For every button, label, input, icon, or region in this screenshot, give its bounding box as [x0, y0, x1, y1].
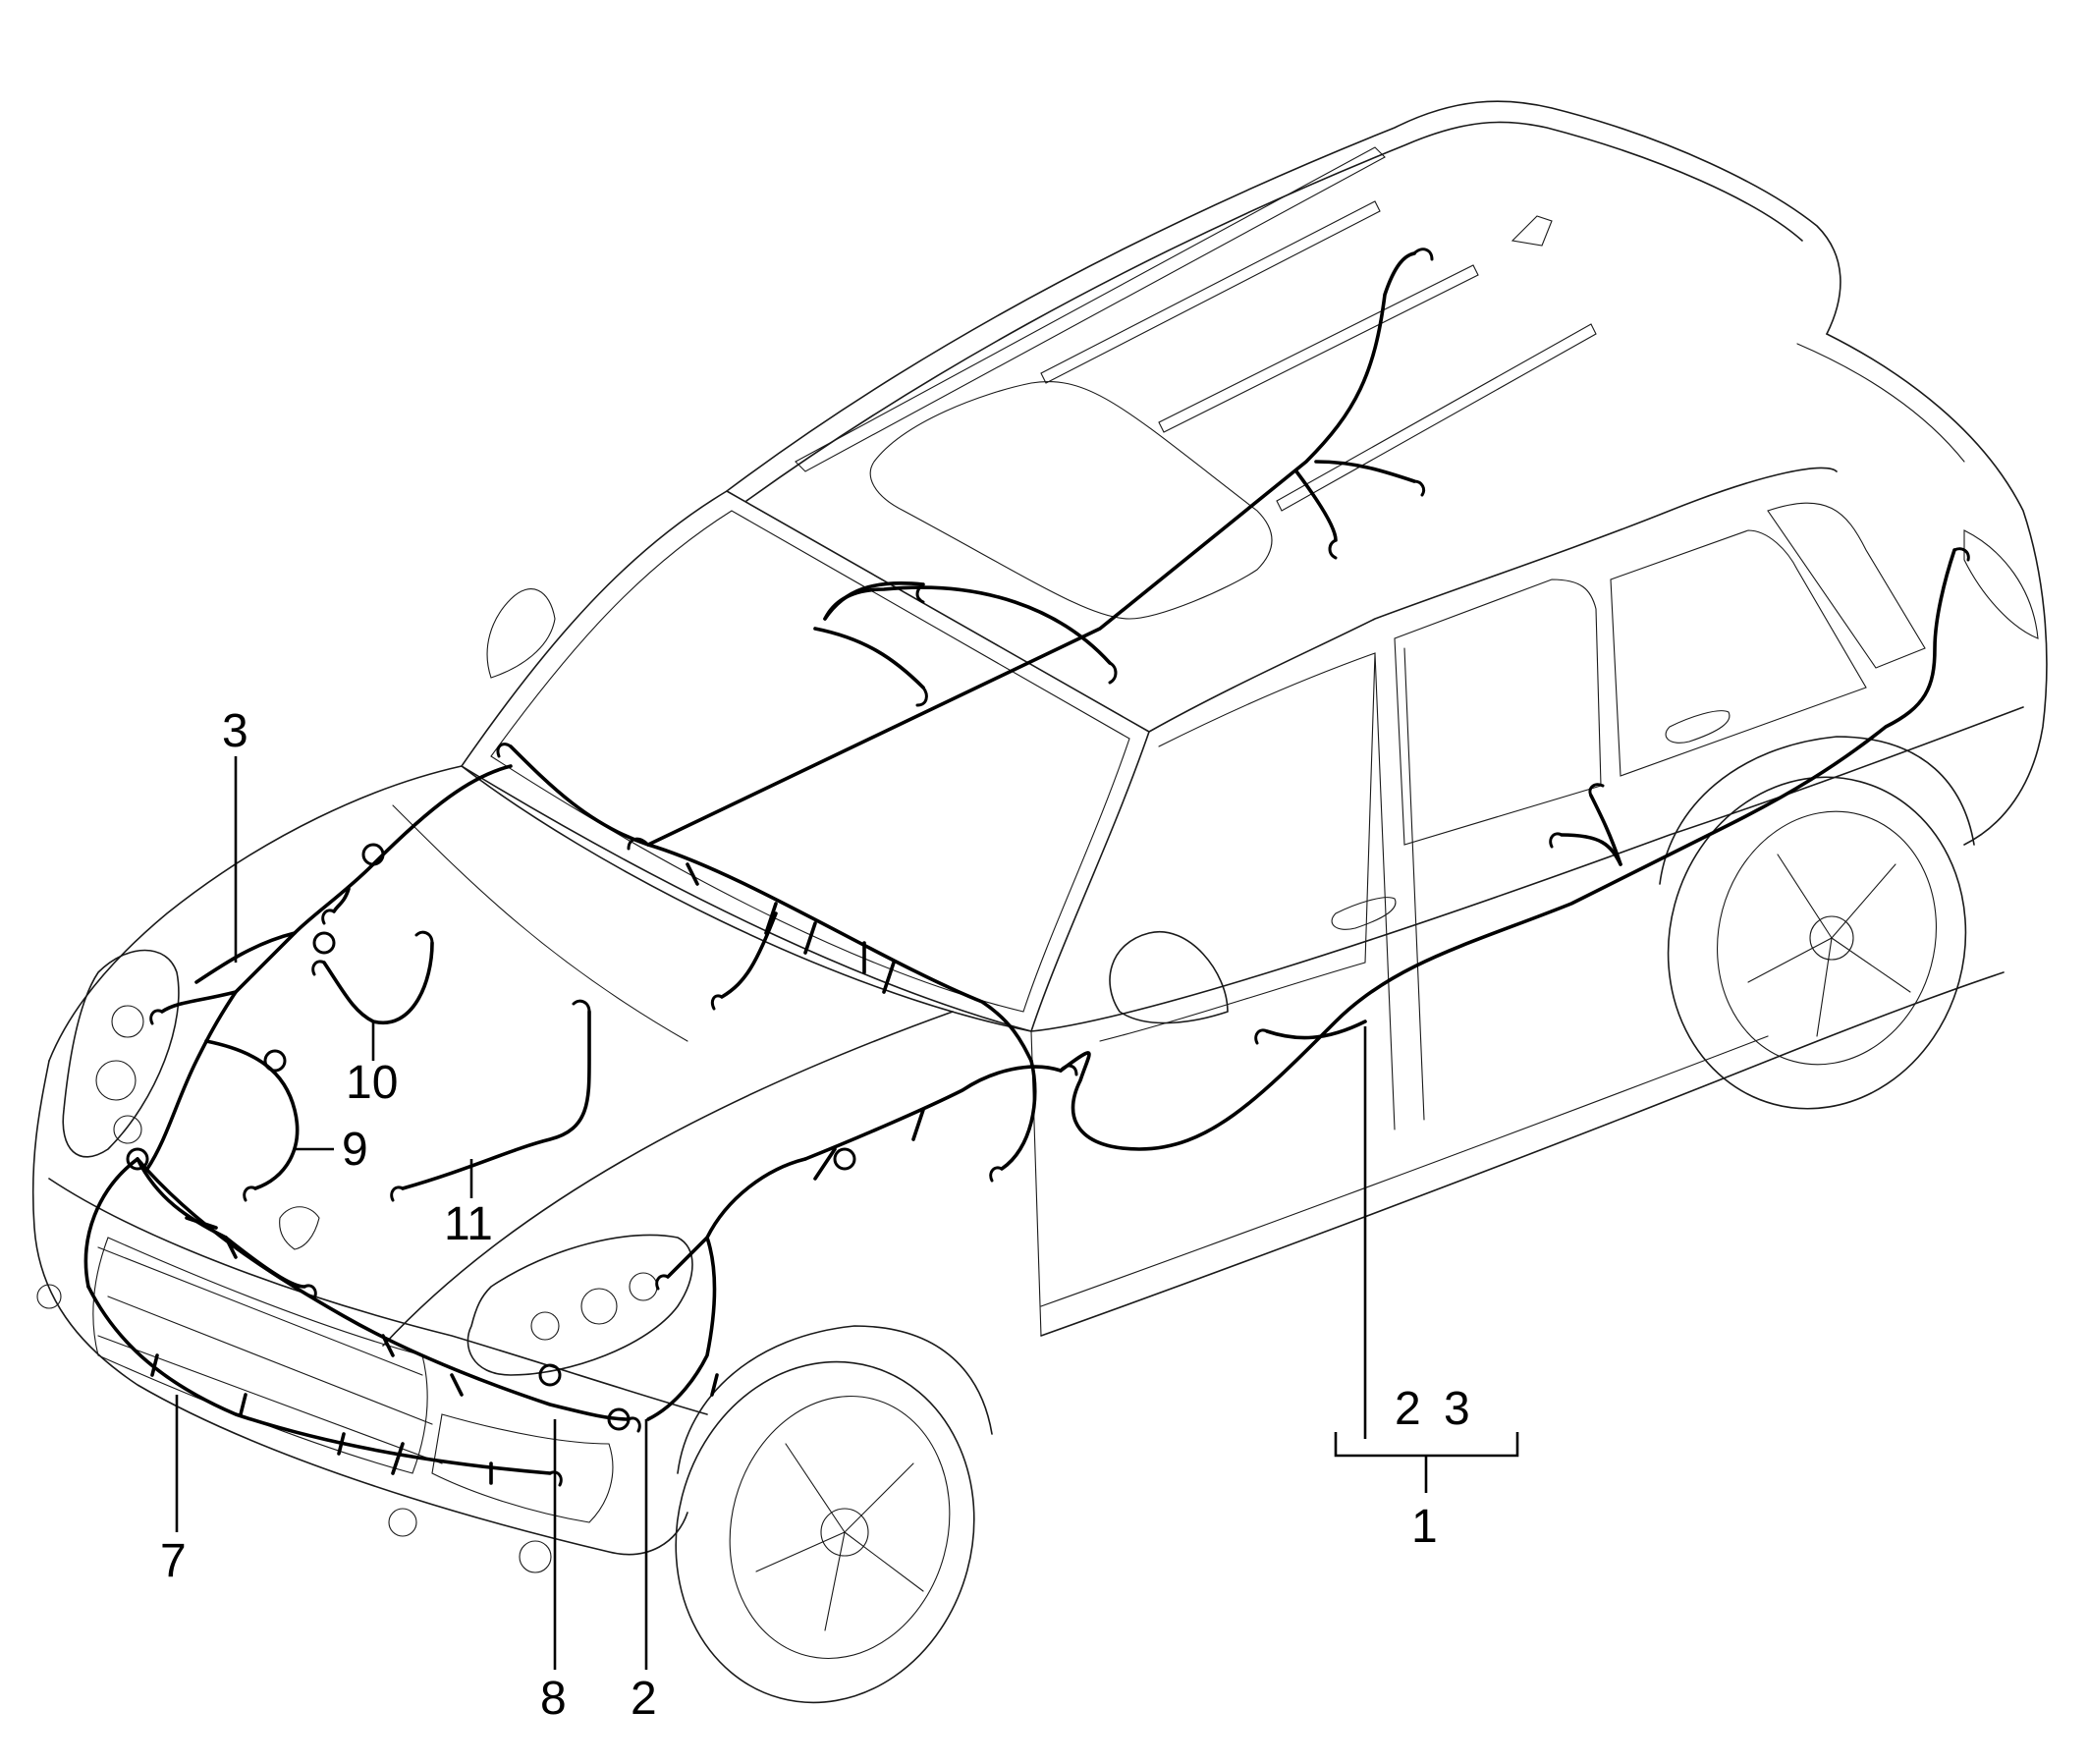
- callout-2-bottom: 2: [631, 1673, 657, 1725]
- callout-2-bracket: 2: [1395, 1383, 1421, 1435]
- callout-3-top: 3: [222, 705, 248, 757]
- callout-7: 7: [160, 1535, 187, 1587]
- vehicle-body: [31, 100, 2048, 1704]
- callout-leaders: [175, 756, 1519, 1670]
- callout-11: 11: [444, 1198, 493, 1250]
- harness-connectors: [126, 248, 1970, 1487]
- callout-10: 10: [346, 1057, 398, 1109]
- harness-main: [83, 251, 1956, 1485]
- callout-labels: 3 10 9 11 7 8 2 2 3 1: [160, 705, 1470, 1725]
- callout-8: 8: [540, 1673, 567, 1725]
- callout-9: 9: [342, 1124, 368, 1176]
- callout-1: 1: [1411, 1501, 1438, 1553]
- callout-3-bracket: 3: [1444, 1383, 1470, 1435]
